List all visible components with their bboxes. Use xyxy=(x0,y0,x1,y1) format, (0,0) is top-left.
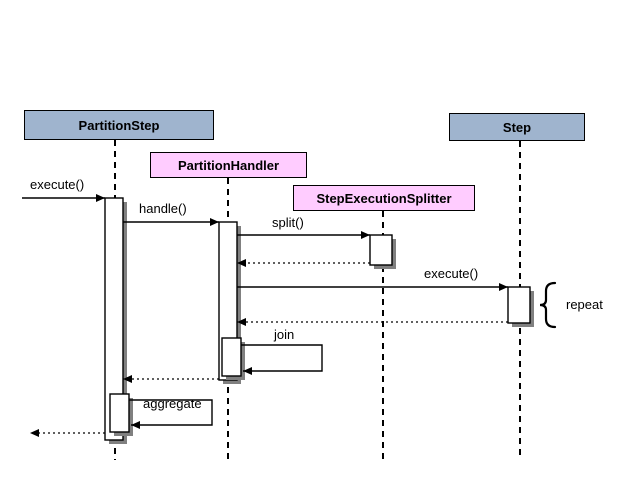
participant-box-step[interactable]: Step xyxy=(449,113,585,141)
participant-label: PartitionStep xyxy=(78,117,160,133)
activation-bar-act-partitionStep xyxy=(104,197,124,441)
participant-box-partitionStep[interactable]: PartitionStep xyxy=(24,110,214,140)
activation-bar-act-splitter xyxy=(369,234,393,266)
messages-group xyxy=(22,194,508,437)
repeat-brace-icon xyxy=(539,281,557,329)
message-label-msg-execute-entry: execute() xyxy=(30,177,85,192)
message-label-msg-join: join xyxy=(274,327,295,342)
activation-bar-act-step xyxy=(507,286,531,324)
annotation-label-repeat-bracket: repeat xyxy=(566,297,603,312)
message-msg-join xyxy=(241,344,323,375)
activation-bar-act-join-nested xyxy=(221,337,242,377)
participant-label: Step xyxy=(502,119,532,135)
message-label-msg-execute-step: execute() xyxy=(424,266,479,281)
message-label-msg-aggregate: aggregate xyxy=(143,396,202,411)
message-label-msg-handle: handle() xyxy=(139,201,187,216)
participant-box-partitionHandler[interactable]: PartitionHandler xyxy=(150,152,307,178)
activation-bar-act-aggregate-nested xyxy=(109,393,130,433)
participant-label: PartitionHandler xyxy=(177,157,280,173)
message-label-msg-split: split() xyxy=(272,215,304,230)
participant-label: StepExecutionSplitter xyxy=(316,190,452,206)
annotations-group xyxy=(539,281,557,329)
activations-group xyxy=(104,197,534,444)
participant-box-stepExecutionSplitter[interactable]: StepExecutionSplitter xyxy=(293,185,475,211)
message-msg-aggregate xyxy=(129,399,213,429)
